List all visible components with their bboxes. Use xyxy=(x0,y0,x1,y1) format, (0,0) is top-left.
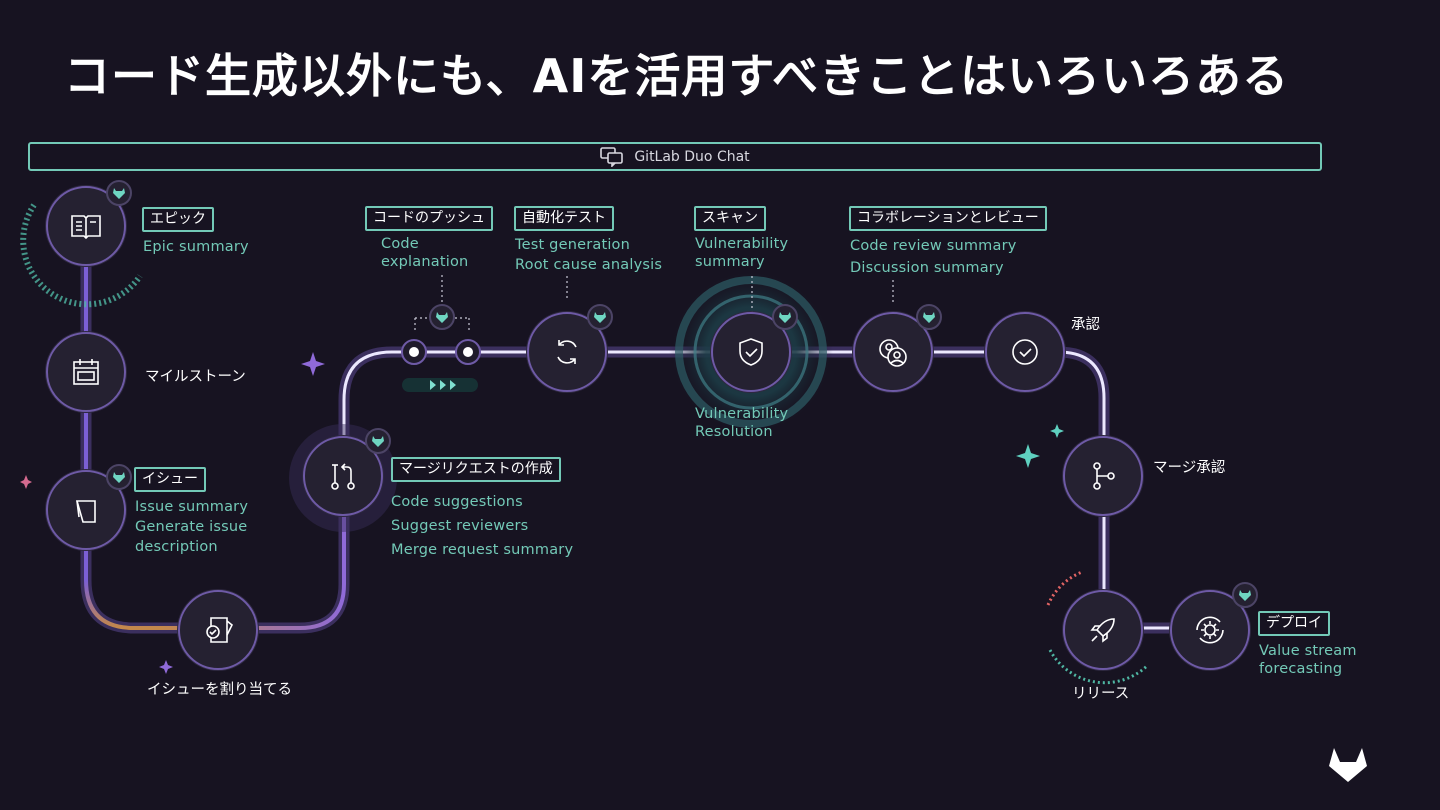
refresh-icon xyxy=(557,340,577,364)
tanuki-badge xyxy=(106,180,132,206)
tanuki-badge xyxy=(772,304,798,330)
milestone-label: マイルストーン xyxy=(145,369,246,385)
epic-features: Epic summary xyxy=(143,239,249,255)
tanuki-icon xyxy=(779,312,791,323)
push-commit-dot[interactable] xyxy=(455,339,481,365)
shield-icon xyxy=(739,338,763,366)
duo-chat-label: GitLab Duo Chat xyxy=(634,148,750,165)
tanuki-badge xyxy=(365,428,391,454)
merge-approval-label: マージ承認 xyxy=(1153,460,1226,476)
code-push-tag: コードのプッシュ xyxy=(365,206,493,231)
automated-test-features: Test generation Root cause analysis xyxy=(515,237,663,273)
duo-chat-bar[interactable]: GitLab Duo Chat xyxy=(28,142,1322,171)
calendar-icon xyxy=(73,359,99,385)
page-title: コード生成以外にも、AIを活用すべきことはいろいろある xyxy=(64,49,1290,103)
issue-tag: イシュー xyxy=(134,467,206,492)
approval-node[interactable] xyxy=(985,312,1065,392)
tanuki-icon xyxy=(923,312,935,323)
push-progress-arrows xyxy=(402,378,478,392)
tanuki-icon xyxy=(1239,590,1251,601)
assign-issue-node[interactable] xyxy=(178,590,258,670)
deploy-node[interactable] xyxy=(1170,590,1250,670)
collaboration-tag: コラボレーションとレビュー xyxy=(849,206,1047,231)
tanuki-badge xyxy=(587,304,613,330)
check-circle-icon xyxy=(1012,339,1038,365)
code-push-features: Code explanation xyxy=(381,236,469,270)
merge-approval-node[interactable] xyxy=(1063,436,1143,516)
tanuki-icon xyxy=(113,188,125,199)
issue-features: Issue summary Generate issue description xyxy=(135,499,249,555)
merge-request-icon xyxy=(331,463,355,490)
settings-cycle-icon xyxy=(1196,616,1224,644)
issue-icon xyxy=(75,500,96,523)
merge-request-features: Code suggestions Suggest reviewers Merge… xyxy=(391,494,574,558)
tanuki-badge xyxy=(106,464,132,490)
chat-bubbles-icon xyxy=(600,146,624,167)
release-label: リリース xyxy=(1072,686,1130,702)
automated-test-tag: 自動化テスト xyxy=(514,206,614,231)
merge-request-tag: マージリクエストの作成 xyxy=(391,457,561,482)
scan-features: Vulnerability summary xyxy=(695,236,789,270)
book-icon xyxy=(71,215,101,240)
scan-resolution: Vulnerability Resolution xyxy=(695,406,789,440)
assign-icon xyxy=(206,617,234,643)
users-icon xyxy=(879,339,907,367)
tanuki-badge xyxy=(916,304,942,330)
scan-tag: スキャン xyxy=(694,206,766,231)
tanuki-icon xyxy=(436,312,448,323)
rocket-icon xyxy=(1090,618,1115,643)
tanuki-badge xyxy=(429,304,455,330)
deploy-tag: デプロイ xyxy=(1258,611,1330,636)
approval-label: 承認 xyxy=(1071,317,1100,333)
collaboration-features: Code review summary Discussion summary xyxy=(850,238,1017,276)
push-commit-dot[interactable] xyxy=(401,339,427,365)
gitlab-logo-icon xyxy=(1329,748,1367,782)
deploy-features: Value stream forecasting xyxy=(1259,643,1357,677)
milestone-node[interactable] xyxy=(46,332,126,412)
tanuki-icon xyxy=(372,436,384,447)
epic-tag: エピック xyxy=(142,207,214,232)
tanuki-icon xyxy=(594,312,606,323)
tanuki-icon xyxy=(113,472,125,483)
branch-merge-icon xyxy=(1093,462,1115,490)
tanuki-badge xyxy=(1232,582,1258,608)
release-node[interactable] xyxy=(1063,590,1143,670)
assign-issue-label: イシューを割り当てる xyxy=(147,682,292,698)
